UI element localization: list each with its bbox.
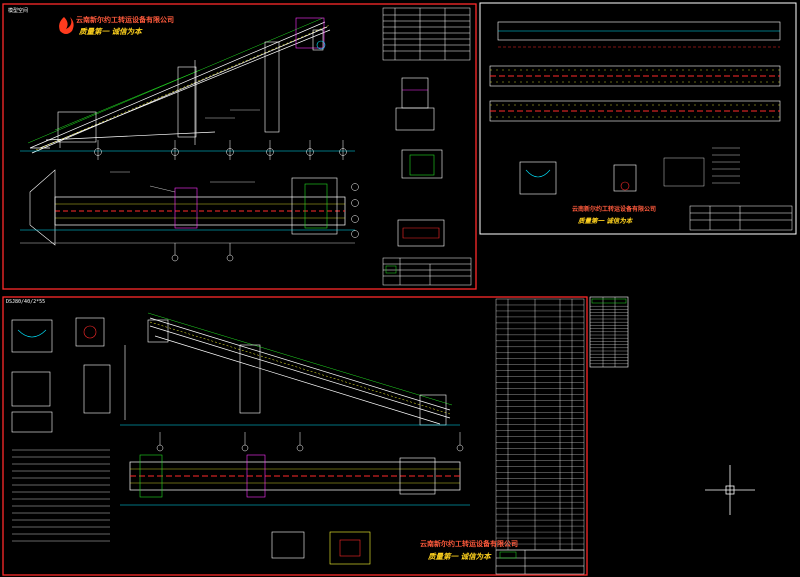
spec-list-b xyxy=(663,147,740,187)
detail-views-c xyxy=(11,317,111,433)
plan-view-b2 xyxy=(489,100,781,122)
plan-view-c xyxy=(129,454,461,498)
title-block-b xyxy=(689,205,793,231)
notes-c xyxy=(12,449,110,542)
crosshair-cursor-icon xyxy=(705,465,755,515)
detail-views-a xyxy=(395,77,445,247)
sheet-c-header-note: DSJ80/40/2*55 xyxy=(6,299,46,305)
plan-view-b1 xyxy=(489,65,781,87)
company-flame-logo xyxy=(59,17,74,34)
sheet-b-slogan: 质量第一 诚信为本 xyxy=(578,217,633,225)
title-block-a xyxy=(382,257,472,286)
cross-sections-b xyxy=(519,161,637,195)
grid-bubbles-c xyxy=(120,432,470,506)
sheet-c-company-name: 云南新尔约工转运设备有限公司 xyxy=(420,539,518,548)
sheet-c xyxy=(2,296,588,576)
parts-table-a xyxy=(382,7,471,61)
sheet-a xyxy=(2,3,477,290)
sheet-a-slogan: 质量第一 诚信为本 xyxy=(79,27,142,36)
sheet-a-company-name: 云南新尔约工转运设备有限公司 xyxy=(76,15,174,24)
side-table xyxy=(589,296,629,368)
sheet-c-slogan: 质量第一 诚信为本 xyxy=(428,552,491,561)
plan-view-a xyxy=(20,169,355,246)
sheet-b-company-name: 云南新尔约工转运设备有限公司 xyxy=(572,206,657,213)
grid-bubbles-a xyxy=(94,140,347,160)
sheet-a-corner-tag: 模型空间 xyxy=(8,8,29,14)
title-block-c xyxy=(495,549,585,575)
sheet-b xyxy=(479,2,797,235)
